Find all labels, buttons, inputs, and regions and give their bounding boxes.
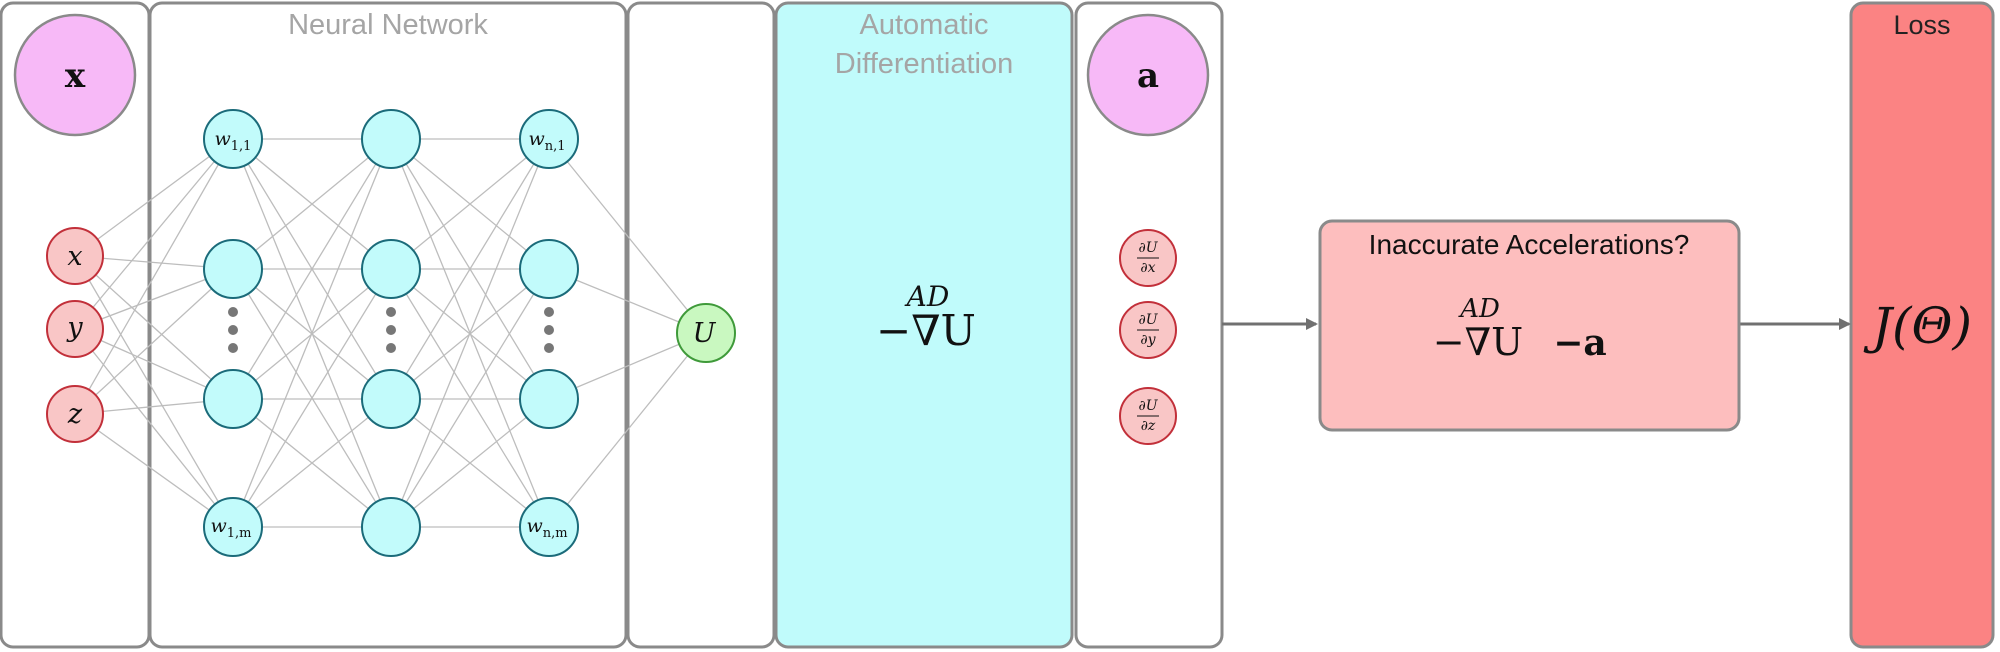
network-edge-1-1-0	[232, 138, 392, 270]
input-node-y	[46, 300, 104, 358]
hidden-node-n-1-label: wn,1	[528, 128, 565, 154]
neural-network-title: Neural Network	[288, 9, 488, 41]
hidden-node-1-1	[203, 109, 263, 169]
comparison-gradient-term: −∇U	[1433, 320, 1523, 364]
network-edge-3-3-0	[548, 332, 707, 528]
hidden-node-1-2	[203, 239, 263, 299]
hidden-node-n-2	[519, 239, 579, 299]
ellipsis-dots-layer-1	[228, 307, 238, 353]
network-edge-1-3-2	[232, 398, 392, 528]
input-vector-node	[13, 13, 137, 137]
network-edge-2-3-1	[390, 268, 550, 528]
autodiff-expression: −∇U	[876, 306, 976, 355]
partial-node-y-den: ∂y	[1140, 332, 1156, 348]
input-node-z-label: z	[67, 399, 83, 430]
partial-node-y-num: ∂U	[1138, 312, 1158, 328]
output-node-u-label: U	[693, 318, 717, 349]
input-node-x-label: x	[67, 241, 82, 272]
hidden-node-n-4-label: wn,m	[526, 515, 567, 541]
hidden-node-2-1	[361, 109, 421, 169]
ellipsis-dots-layer-n	[544, 307, 554, 353]
hidden-node-1-3	[203, 369, 263, 429]
network-edge-0-0-2	[74, 255, 234, 400]
partial-node-x-den: ∂x	[1140, 260, 1155, 276]
input-node-z	[46, 385, 104, 443]
input-node-x	[46, 227, 104, 285]
network-edge-0-0-0	[74, 138, 234, 257]
acceleration-vector-label: a	[1137, 56, 1159, 96]
network-edge-1-2-0	[232, 138, 392, 400]
hidden-node-2-4	[361, 497, 421, 557]
network-edge-0-2-3	[74, 413, 234, 528]
autodiff-panel	[774, 1, 1074, 649]
autodiff-superscript: AD	[904, 280, 950, 313]
output-node-u	[676, 303, 736, 363]
hidden-node-n-3	[519, 369, 579, 429]
loss-expression: J(Θ)	[1863, 297, 1972, 355]
comparison-acceleration-term: −a	[1553, 322, 1607, 364]
network-edge-0-1-3	[74, 328, 234, 528]
hidden-node-1-4	[203, 497, 263, 557]
network-edge-2-2-0	[390, 138, 550, 400]
network-edge-0-2-1	[74, 268, 234, 415]
network-edge-0-1-0	[74, 138, 234, 330]
hidden-node-2-3	[361, 369, 421, 429]
hidden-node-n-4	[519, 497, 579, 557]
network-edge-1-3-1	[232, 268, 392, 528]
network-edge-3-0-0	[548, 138, 707, 334]
acceleration-vector-node	[1086, 13, 1210, 137]
hidden-node-1-1-label: w1,1	[215, 128, 252, 154]
hidden-node-2-2	[361, 239, 421, 299]
input-vector-label: x	[65, 56, 86, 96]
comparison-superscript: AD	[1458, 294, 1500, 324]
partial-node-x-num: ∂U	[1138, 240, 1158, 256]
autodiff-title-line2: Differentiation	[835, 48, 1013, 80]
network-edge-2-3-2	[390, 398, 550, 528]
autodiff-title-line1: Automatic	[860, 9, 989, 41]
hidden-node-n-1	[519, 109, 579, 169]
network-edge-2-1-0	[390, 138, 550, 270]
network-edge-1-3-0	[232, 138, 392, 528]
comparison-title: Inaccurate Accelerations?	[1369, 229, 1690, 260]
network-edge-0-2-0	[74, 138, 234, 415]
loss-title: Loss	[1893, 10, 1950, 40]
partial-node-z-num: ∂U	[1138, 398, 1158, 414]
ellipsis-dots-layer-2	[386, 307, 396, 353]
loss-panel	[1849, 1, 1995, 649]
partial-node-z-den: ∂z	[1141, 418, 1156, 434]
neural-network-panel	[148, 1, 628, 649]
network-edge-2-3-0	[390, 138, 550, 528]
input-node-y-label: y	[66, 312, 83, 343]
hidden-node-1-4-label: w1,m	[211, 515, 252, 541]
network-edge-0-0-3	[74, 255, 234, 528]
comparison-box	[1318, 219, 1741, 432]
